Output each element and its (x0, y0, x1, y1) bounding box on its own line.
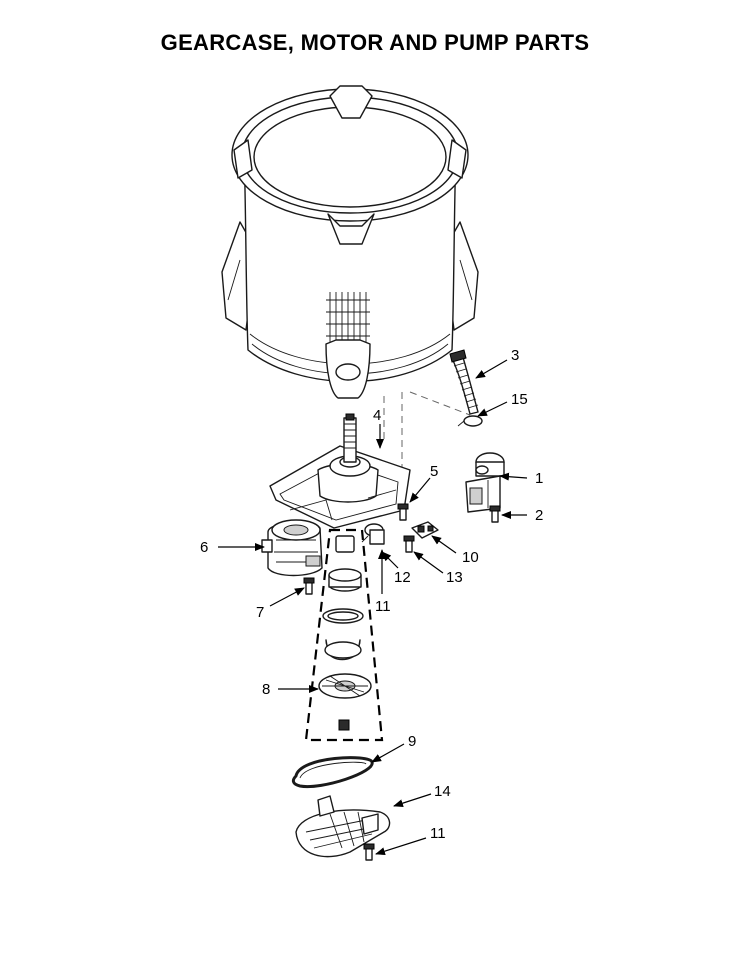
clutch-kit-outline (304, 528, 384, 742)
callout-13: 13 (446, 569, 463, 586)
clutch-kit-parts (318, 535, 372, 731)
gearcase (269, 413, 411, 529)
callout-9: 9 (408, 733, 416, 750)
callout-10: 10 (462, 549, 479, 566)
motor-bracket (295, 795, 391, 858)
callout-11-lower: 11 (430, 825, 446, 842)
motor-screw (303, 577, 315, 595)
drive-motor (261, 519, 323, 577)
callout-14: 14 (434, 783, 451, 800)
shift-actuator (361, 523, 385, 545)
callout-3: 3 (511, 347, 519, 364)
callout-15: 15 (511, 391, 528, 408)
bracket-screw (363, 843, 375, 861)
wash-tub (221, 85, 479, 399)
callout-8: 8 (262, 681, 270, 698)
drain-hose (449, 349, 479, 415)
hose-clamp (457, 415, 483, 427)
callout-1: 1 (535, 470, 543, 487)
pump-screw (489, 505, 501, 523)
page-title: GEARCASE, MOTOR AND PUMP PARTS (160, 30, 590, 55)
callout-11-upper: 11 (375, 598, 391, 615)
drain-pump (465, 452, 505, 513)
callout-12: 12 (394, 569, 411, 586)
switch-assembly (411, 521, 439, 539)
callout-7: 7 (256, 604, 264, 621)
callout-4: 4 (373, 407, 381, 424)
drive-belt (291, 756, 374, 789)
switch-screw (403, 535, 415, 553)
gearcase-screw (397, 503, 409, 521)
callout-6: 6 (200, 539, 208, 556)
callout-5: 5 (430, 463, 438, 480)
callout-2: 2 (535, 507, 543, 524)
